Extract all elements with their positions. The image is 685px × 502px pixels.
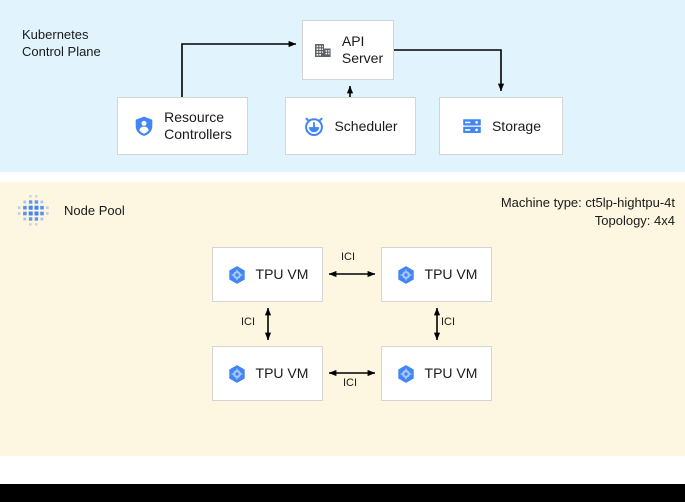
topology-text: Topology: 4x4 [594, 213, 675, 228]
box-api-server[interactable]: API Server [302, 20, 394, 80]
tpu-hexagon-icon [396, 364, 416, 384]
tpu-hexagon-icon [227, 364, 247, 384]
ici-label-left: ICI [241, 316, 256, 328]
box-scheduler-label: Scheduler [334, 117, 398, 134]
box-resource-controllers[interactable]: Resource Controllers [117, 97, 248, 155]
box-storage-label: Storage [491, 117, 542, 134]
box-tpu-vm-0-label: TPU VM [255, 266, 309, 282]
ici-label-top: ICI [341, 251, 356, 263]
box-tpu-vm-1[interactable]: TPU VM [381, 247, 492, 302]
box-resource-controllers-label: Resource Controllers [164, 109, 232, 142]
ici-label-right: ICI [441, 316, 456, 328]
alarm-clock-icon [303, 115, 325, 137]
control-plane-title: Kubernetes Control Plane [22, 27, 101, 59]
box-tpu-vm-2[interactable]: TPU VM [212, 346, 323, 401]
shield-person-icon [133, 115, 155, 137]
box-tpu-vm-2-label: TPU VM [255, 365, 309, 381]
bottom-bar [0, 484, 685, 502]
box-tpu-vm-1-label: TPU VM [424, 266, 478, 282]
box-api-server-label: API Server [341, 33, 384, 66]
node-pool-panel [0, 182, 685, 456]
box-tpu-vm-3-label: TPU VM [424, 365, 478, 381]
datacenter-building-icon [313, 40, 333, 60]
machine-info: Machine type: ct5lp-hightpu-4t Topology:… [335, 194, 675, 230]
box-scheduler[interactable]: Scheduler [285, 97, 416, 155]
box-tpu-vm-3[interactable]: TPU VM [381, 346, 492, 401]
tpu-hexagon-icon [227, 265, 247, 285]
tpu-hexagon-icon [396, 265, 416, 285]
ici-label-bottom: ICI [343, 377, 358, 389]
box-storage[interactable]: Storage [439, 97, 563, 155]
box-tpu-vm-0[interactable]: TPU VM [212, 247, 323, 302]
server-rack-icon [461, 115, 483, 137]
machine-type-text: Machine type: ct5lp-hightpu-4t [500, 195, 675, 210]
node-pool-dots-icon [13, 192, 53, 232]
node-pool-title: Node Pool [64, 203, 125, 218]
